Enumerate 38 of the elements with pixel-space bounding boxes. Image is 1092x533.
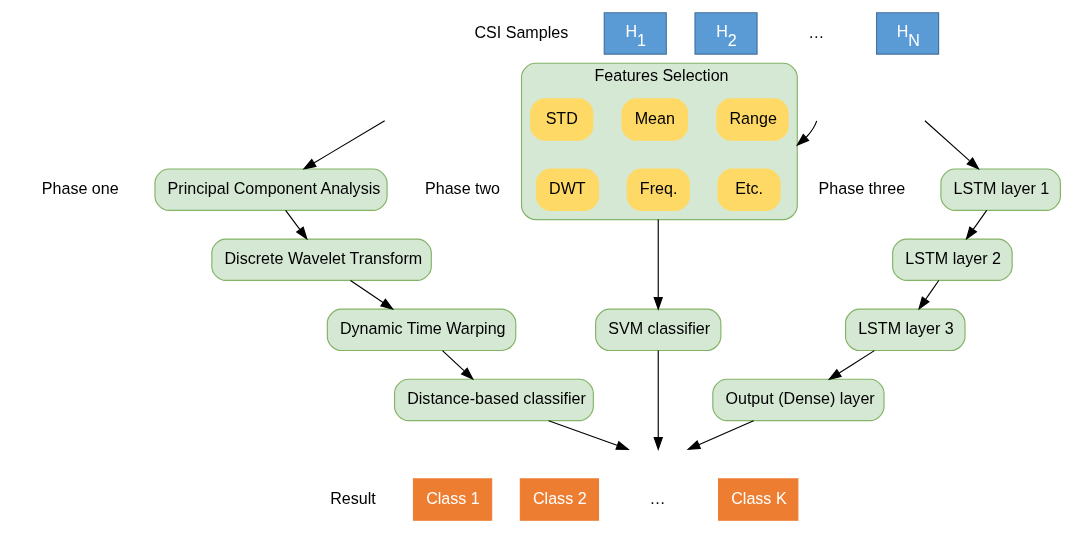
node-box: Freq. [626, 168, 690, 211]
label: Phase two [424, 178, 500, 197]
node-box: Distance-based classifier [393, 378, 594, 422]
node-box: LSTM layer 2 [891, 238, 1013, 282]
node-box: STD [529, 98, 593, 141]
arrow [349, 279, 394, 311]
arrow [652, 349, 663, 451]
node-box: Range [715, 98, 789, 141]
arrow [795, 120, 817, 147]
label: … [649, 488, 666, 507]
arrow [547, 420, 630, 450]
arrow [301, 120, 385, 170]
label: CSI Samples [473, 22, 568, 41]
node-box: Class 1 [412, 478, 492, 521]
label: Phase one [41, 178, 119, 197]
node-box: Class 2 [519, 478, 599, 521]
arrow [917, 279, 939, 311]
arrow [686, 420, 754, 450]
label: … [807, 22, 824, 41]
node-box: Class K [717, 478, 798, 521]
arrow [652, 218, 663, 311]
node-box: Dynamic Time Warping [326, 308, 516, 352]
node-box: Mean [620, 98, 688, 141]
arrow [965, 209, 987, 241]
node-box: SVM classifier [594, 308, 721, 352]
node-box: Discrete Wavelet Transform [210, 238, 432, 282]
arrow [827, 350, 875, 381]
node-box: DWT [535, 168, 599, 211]
node-box: Output (Dense) layer [711, 378, 885, 422]
arrow [923, 120, 980, 170]
node-box: LSTM layer 1 [939, 168, 1061, 211]
arrow [284, 209, 308, 241]
label: Phase three [818, 178, 905, 197]
node-box: Principal Component Analysis [153, 168, 388, 211]
arrow [441, 350, 474, 381]
node-box: Etc. [716, 168, 781, 211]
label: Result [329, 488, 376, 507]
node-box: LSTM layer 3 [844, 308, 966, 352]
